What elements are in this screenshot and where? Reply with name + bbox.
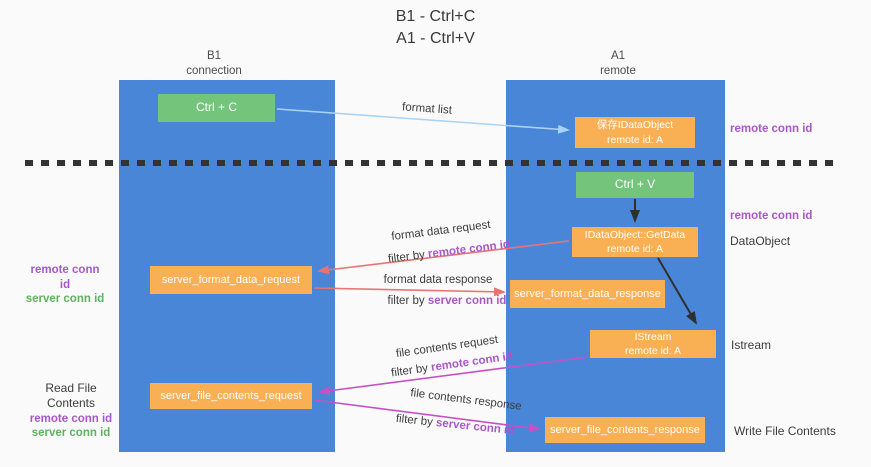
lane-header-b1: B1 connection [164, 49, 264, 79]
label-dataobject: DataObject [730, 234, 791, 248]
arrow-file-contents-request [318, 356, 589, 396]
filter-key-server-conn-id: server conn id [427, 295, 507, 307]
lane-header-a1: A1 remote [568, 49, 668, 79]
box-server-file-contents-request: server_file_contents_request [150, 383, 312, 409]
box-istream-line1: IStream [634, 330, 672, 343]
label-istream: Istream [731, 338, 772, 352]
box-save-idataobject: 保存IDataObject remote id: A [575, 117, 695, 148]
box-ctrl-c-label: Ctrl + C [195, 100, 237, 115]
arrow-format-data-request [317, 240, 570, 275]
box-save-idataobject-line1: 保存IDataObject [596, 119, 674, 132]
box-idataobject-getdata: IDataObject::GetData remote id: A [572, 227, 698, 257]
box-save-idataobject-line2: remote id: A [606, 133, 664, 146]
label-filter-format-response: filter by server conn id [388, 295, 507, 307]
lane-a1-role: remote [600, 64, 636, 77]
label-read-file-contents: Read File Contents [45, 381, 97, 411]
box-getdata-line1: IDataObject::GetData [584, 228, 686, 241]
box-getdata-line2: remote id: A [606, 243, 664, 255]
label-server-conn-id-left: server conn id [25, 293, 105, 306]
box-server-file-contents-response: server_file_contents_response [545, 417, 705, 443]
label-remote-conn-id-top: remote conn id [730, 123, 813, 135]
diagram-title: B1 - Ctrl+C A1 - Ctrl+V [0, 6, 871, 49]
arrow-getdata-to-istream [657, 257, 698, 325]
label-remote-conn-id-mid: remote conn id [730, 210, 813, 222]
box-ctrl-v-label: Ctrl + V [614, 177, 656, 192]
box-ctrl-v: Ctrl + V [576, 172, 694, 198]
lane-b1-name: B1 [206, 50, 222, 62]
label-left-bottom-block: Read File Contents remote conn id server… [21, 381, 121, 441]
lane-a1-name: A1 [610, 50, 626, 62]
label-format-data-response: format data response [383, 274, 493, 286]
box-server-format-data-request: server_format_data_request [150, 266, 312, 294]
lane-b1-role: connection [186, 64, 242, 77]
label-server-conn-id-left-bottom: server conn id [31, 427, 111, 440]
phase-separator-dashed-line [25, 160, 835, 166]
box-server-format-data-response: server_format_data_response [510, 280, 665, 308]
box-ctrl-c: Ctrl + C [158, 94, 275, 122]
arrow-file-contents-response [313, 399, 541, 433]
box-server-file-contents-request-label: server_file_contents_request [160, 389, 302, 402]
title-line-1: B1 - Ctrl+C [395, 8, 476, 25]
arrow-format-data-response [313, 287, 506, 297]
box-istream: IStream remote id: A [590, 330, 716, 358]
box-server-format-data-response-label: server_format_data_response [514, 287, 661, 300]
box-istream-line2: remote id: A [624, 345, 682, 357]
label-remote-conn-id-left-bottom: remote conn id [29, 412, 113, 425]
box-server-file-contents-response-label: server_file_contents_response [550, 423, 700, 436]
title-line-2: A1 - Ctrl+V [396, 29, 475, 47]
label-left-mid-conn-ids: remote conn id server conn id [24, 263, 106, 307]
label-remote-conn-id-left: remote conn id [30, 264, 100, 291]
box-server-format-data-request-label: server_format_data_request [161, 273, 301, 286]
arrow-format-list [276, 108, 570, 134]
filter-by-text: filter by [387, 295, 428, 307]
label-write-file-contents: Write File Contents [734, 424, 836, 438]
